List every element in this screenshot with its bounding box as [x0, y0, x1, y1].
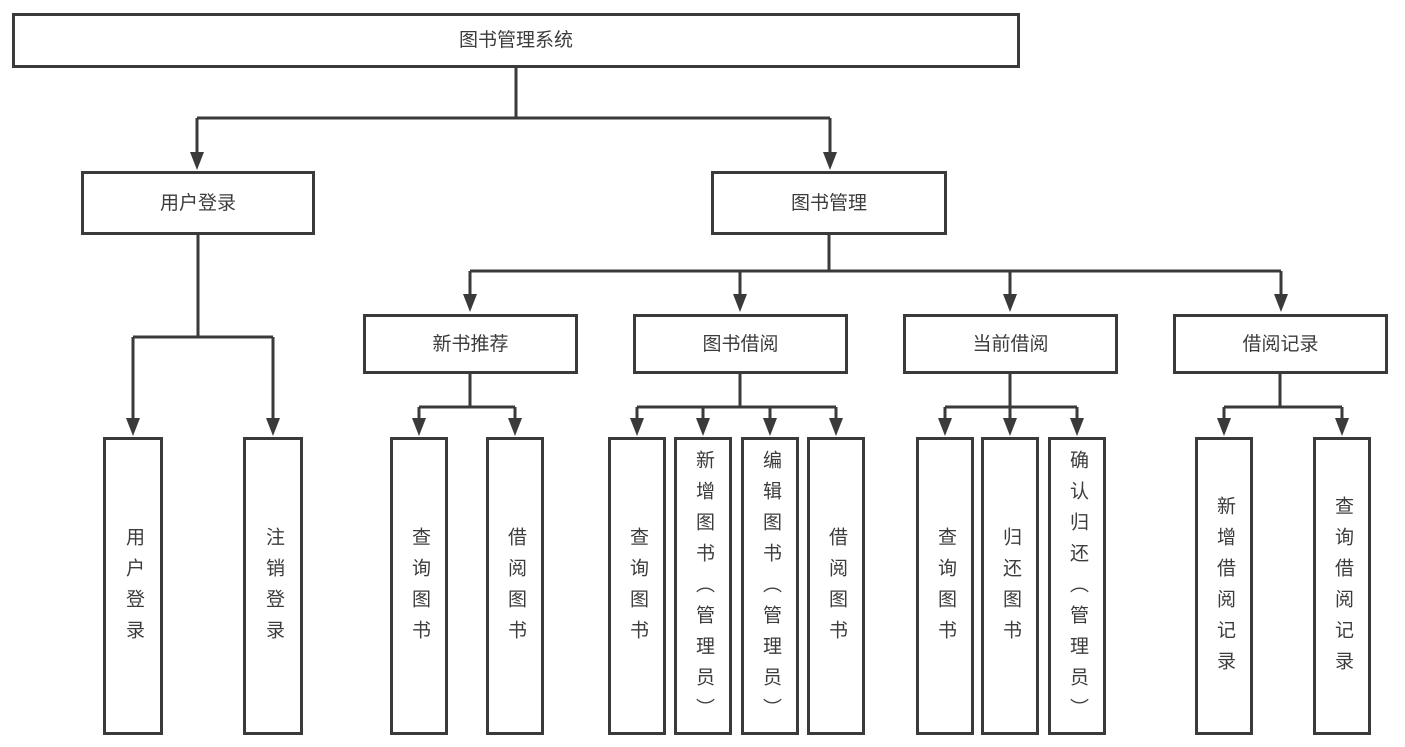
node-user-login: 用户登录 [81, 171, 315, 235]
arrowheads [126, 152, 1349, 436]
leaf-user-login: 用户登录 [103, 437, 163, 735]
leaf-edit-book-admin: 编辑图书（管理员） [741, 437, 799, 735]
node-new-book-recommendation: 新书推荐 [363, 314, 578, 374]
connector-lines [131, 68, 1344, 419]
node-library-management-system: 图书管理系统 [12, 13, 1020, 68]
leaf-query-books-recommend: 查询图书 [390, 437, 448, 735]
leaf-borrow-books-recommend: 借阅图书 [486, 437, 544, 735]
node-book-management: 图书管理 [711, 171, 947, 235]
leaf-add-borrow-record: 新增借阅记录 [1195, 437, 1253, 735]
leaf-query-borrow-record: 查询借阅记录 [1313, 437, 1371, 735]
leaf-borrow-books-borrowing: 借阅图书 [807, 437, 865, 735]
leaf-add-book-admin: 新增图书（管理员） [674, 437, 732, 735]
leaf-confirm-return-admin: 确认归还（管理员） [1048, 437, 1106, 735]
node-borrowing-records: 借阅记录 [1173, 314, 1388, 374]
node-book-borrowing: 图书借阅 [633, 314, 848, 374]
leaf-query-books-current: 查询图书 [916, 437, 974, 735]
leaf-return-books: 归还图书 [981, 437, 1039, 735]
leaf-query-books-borrowing: 查询图书 [608, 437, 666, 735]
node-current-borrowing: 当前借阅 [903, 314, 1118, 374]
leaf-logout: 注销登录 [243, 437, 303, 735]
